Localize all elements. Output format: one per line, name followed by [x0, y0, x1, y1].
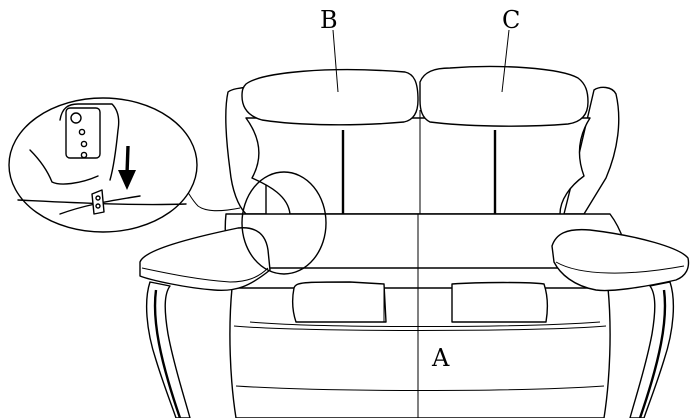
label-c: C: [502, 6, 520, 34]
leader-b: [332, 29, 339, 93]
down-arrow-icon: [118, 145, 136, 190]
label-a: A: [431, 344, 450, 372]
label-b: B: [320, 6, 338, 34]
zoom-circle-small: [241, 171, 327, 275]
legs: [145, 281, 675, 418]
cushion-b: [241, 68, 419, 126]
backrest-frame: [225, 86, 620, 215]
zoom-circle-large: [8, 97, 198, 233]
armrest-left: [139, 227, 271, 292]
armrest-right: [551, 228, 690, 292]
leader-c: [501, 29, 510, 93]
detail-callout: [8, 97, 327, 275]
cushion-c: [419, 65, 589, 127]
